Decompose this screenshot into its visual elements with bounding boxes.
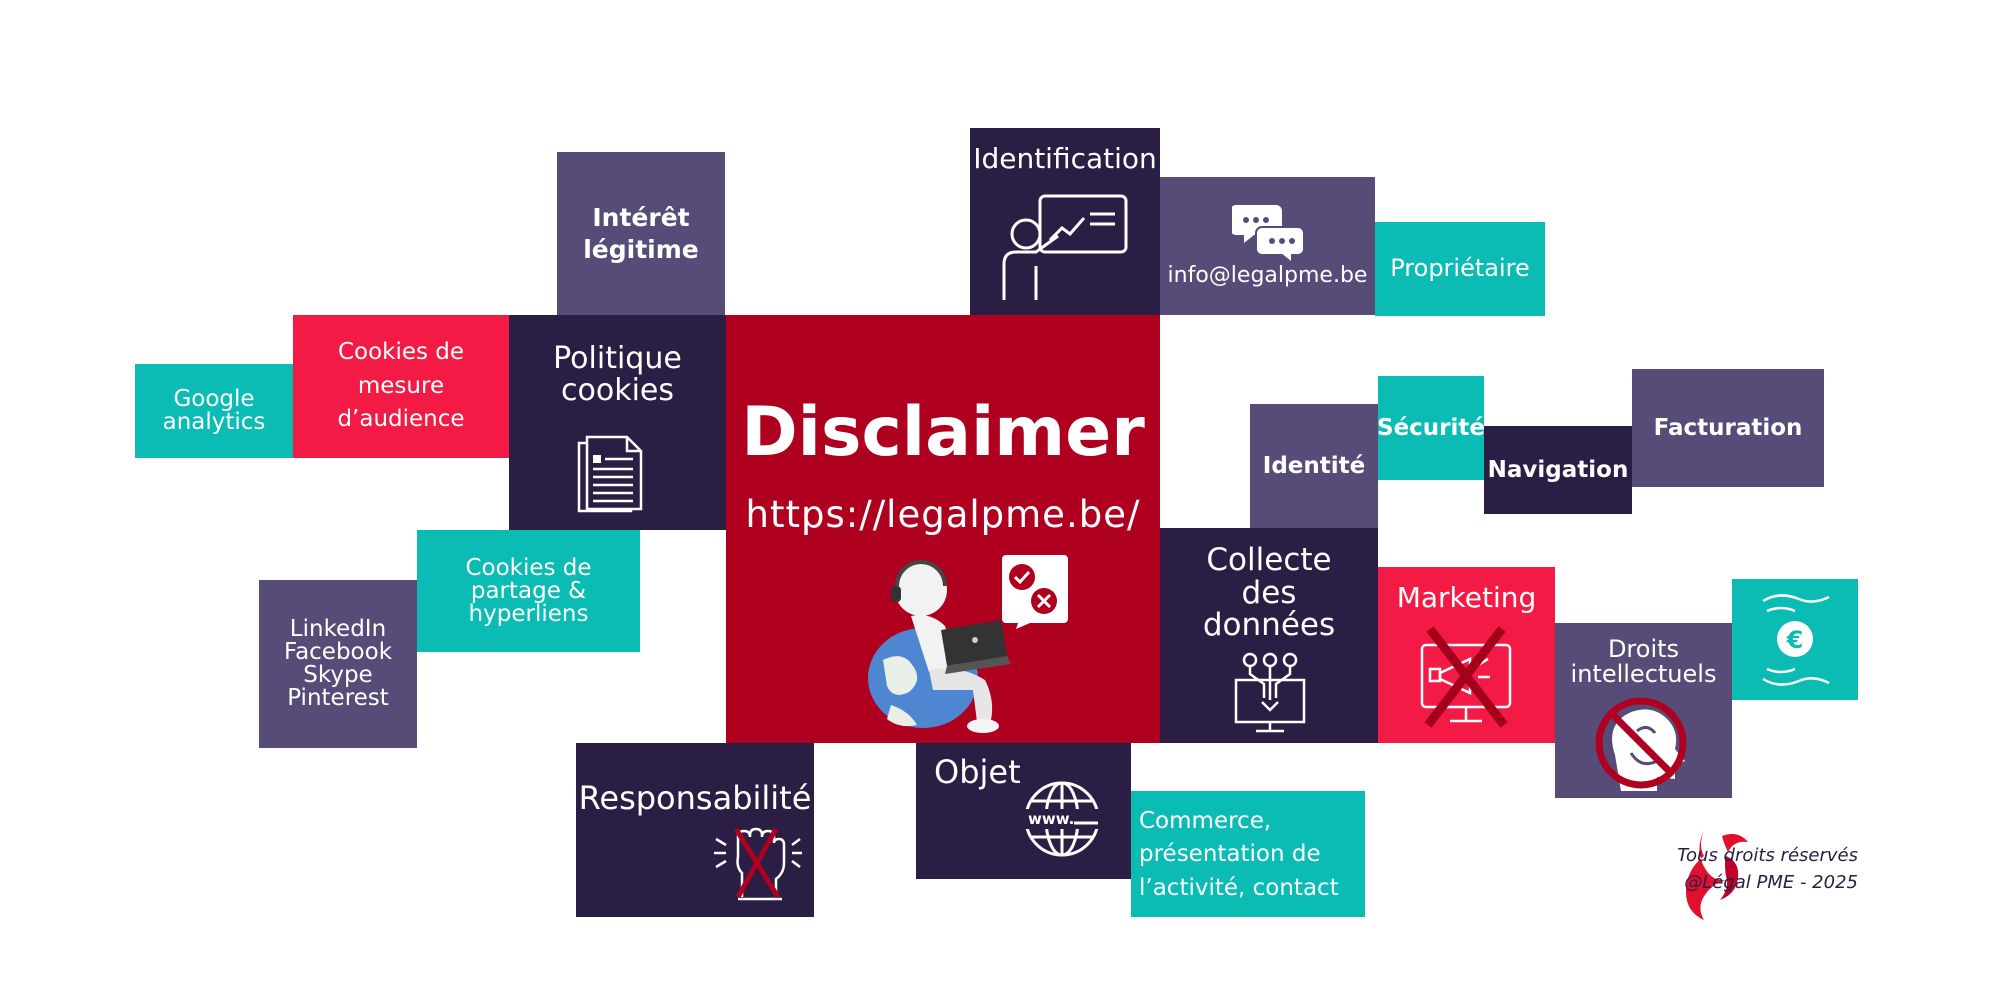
cookies-mesure-line-2: mesure bbox=[357, 372, 445, 399]
euro-hands-icon: € bbox=[1762, 594, 1830, 686]
identification-label: Identification bbox=[973, 142, 1157, 175]
marketing-label: Marketing bbox=[1396, 581, 1537, 614]
tile-euro-hands: € bbox=[1732, 579, 1858, 700]
tile-cookies-partage: Cookies de partage & hyperliens bbox=[417, 530, 640, 652]
tile-identite: Identité bbox=[1250, 404, 1378, 528]
cookies-mesure-line-1: Cookies de bbox=[337, 339, 465, 366]
cookies-mesure-line-3: d’audience bbox=[337, 406, 465, 433]
footer-line-1: Tous droits réservés bbox=[1677, 845, 1858, 866]
ip-prohibited-icon bbox=[1595, 697, 1687, 791]
politique-line-1: Politique bbox=[553, 341, 682, 376]
responsabilite-label: Responsabilité bbox=[578, 779, 812, 817]
social-facebook: Facebook bbox=[283, 639, 393, 665]
navigation-label: Navigation bbox=[1487, 456, 1629, 483]
cookies-partage-line-3: hyperliens bbox=[468, 600, 589, 627]
interet-line-2: légitime bbox=[583, 235, 699, 264]
collecte-line-3: données bbox=[1202, 607, 1336, 644]
logo-icon bbox=[1686, 830, 1748, 920]
politique-line-2: cookies bbox=[561, 372, 674, 408]
tile-politique-cookies: Politique cookies bbox=[509, 315, 726, 530]
check-cross-bubble-icon bbox=[1002, 555, 1068, 629]
commerce-line-1: Commerce, bbox=[1139, 808, 1272, 834]
collecte-line-2: des bbox=[1241, 574, 1297, 611]
google-line-2: analytics bbox=[162, 409, 266, 435]
person-laptop-icon bbox=[868, 560, 1011, 733]
data-funnel-icon bbox=[1234, 652, 1306, 733]
social-pinterest: Pinterest bbox=[287, 685, 389, 711]
social-skype: Skype bbox=[303, 662, 373, 688]
tile-google-analytics: Google analytics bbox=[135, 364, 293, 458]
interet-line-1: Intérêt bbox=[592, 202, 690, 232]
tile-proprietaire: Propriétaire bbox=[1375, 222, 1545, 316]
tile-navigation: Navigation bbox=[1484, 426, 1632, 514]
objet-label: Objet bbox=[934, 753, 1021, 791]
tile-responsabilite: Responsabilité bbox=[576, 743, 814, 917]
email-label: info@legalpme.be bbox=[1167, 263, 1368, 288]
droits-line-1: Droits bbox=[1607, 635, 1680, 663]
tile-droits-intellectuels: Droits intellectuels bbox=[1555, 623, 1732, 798]
facturation-label: Facturation bbox=[1653, 414, 1803, 441]
svg-text:€: € bbox=[1786, 626, 1804, 654]
proprietaire-label: Propriétaire bbox=[1390, 254, 1530, 283]
footer-copyright: Tous droits réservés @Légal PME - 2025 bbox=[1677, 842, 1858, 896]
tile-identification: Identification bbox=[970, 128, 1160, 315]
tile-objet: Objet www. bbox=[916, 743, 1131, 879]
google-line-1: Google bbox=[173, 386, 255, 412]
cookies-partage-line-2: partage & bbox=[470, 577, 587, 604]
disclaimer-url: https://legalpme.be/ bbox=[745, 493, 1141, 536]
cookies-partage-line-1: Cookies de bbox=[465, 554, 592, 581]
tile-disclaimer: Disclaimer https://legalpme.be/ bbox=[726, 315, 1160, 743]
megaphone-crossed-icon bbox=[1420, 626, 1512, 728]
raised-fist-crossed-icon bbox=[714, 827, 802, 901]
tile-social-networks: LinkedIn Facebook Skype Pinterest bbox=[259, 580, 417, 748]
tile-commerce: Commerce, présentation de l’activité, co… bbox=[1131, 791, 1365, 917]
presentation-icon bbox=[1002, 194, 1128, 300]
tile-email: info@legalpme.be bbox=[1160, 177, 1375, 315]
tile-cookies-mesure: Cookies de mesure d’audience bbox=[293, 315, 509, 458]
document-icon bbox=[577, 435, 643, 513]
commerce-line-2: présentation de bbox=[1139, 841, 1321, 868]
svg-text:www.: www. bbox=[1028, 810, 1074, 828]
identite-label: Identité bbox=[1262, 452, 1366, 479]
footer-line-2: @Légal PME - 2025 bbox=[1684, 872, 1858, 893]
tile-marketing: Marketing bbox=[1378, 567, 1555, 743]
commerce-line-3: l’activité, contact ... bbox=[1139, 874, 1339, 917]
tile-facturation: Facturation bbox=[1632, 369, 1824, 487]
disclaimer-title: Disclaimer bbox=[741, 393, 1145, 472]
tile-securite: Sécurité bbox=[1378, 376, 1484, 480]
tile-interet-legitime: Intérêt légitime bbox=[557, 152, 725, 316]
tile-collecte-donnees: Collecte des données bbox=[1160, 528, 1378, 743]
securite-label: Sécurité bbox=[1378, 414, 1484, 441]
chat-bubbles-icon bbox=[1232, 205, 1305, 263]
www-globe-icon: www. bbox=[1024, 781, 1100, 857]
droits-line-2: intellectuels bbox=[1570, 660, 1717, 689]
collecte-line-1: Collecte bbox=[1206, 542, 1332, 578]
social-linkedin: LinkedIn bbox=[289, 616, 387, 642]
